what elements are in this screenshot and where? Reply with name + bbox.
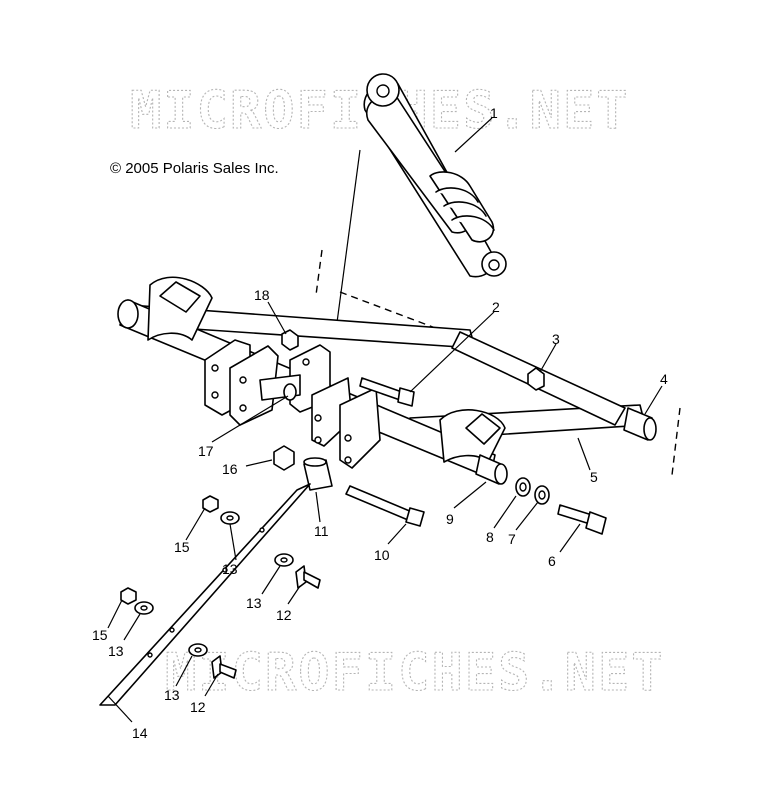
nut-3 <box>527 367 545 391</box>
callout-18: 18 <box>254 287 270 303</box>
watermark-bottom: MICROFICHES.NET <box>165 643 665 703</box>
washer-13-c <box>134 601 154 615</box>
callout-13-a: 13 <box>222 561 238 577</box>
alignment-line-crossbar <box>339 291 447 333</box>
washer-13-b <box>274 553 294 567</box>
callout-9: 9 <box>446 511 454 527</box>
callouts: 1 2 3 4 5 6 7 8 9 10 11 12 12 13 13 13 1… <box>92 105 668 741</box>
carriage-bolt-12-b <box>211 655 237 679</box>
callout-16: 16 <box>222 461 238 477</box>
shock-absorber <box>363 73 507 278</box>
bolt-2 <box>359 377 415 407</box>
shock-alignment-line <box>335 149 361 331</box>
alignment-line-right <box>671 407 681 476</box>
callout-17: 17 <box>198 443 214 459</box>
callout-1: 1 <box>490 105 498 121</box>
shoulder-bolt-6 <box>557 504 607 535</box>
callout-13-d: 13 <box>164 687 180 703</box>
nut-18 <box>281 329 299 351</box>
bolt-10 <box>345 485 425 527</box>
callout-12-a: 12 <box>276 607 292 623</box>
callout-12-b: 12 <box>190 699 206 715</box>
mounting-brackets <box>204 339 381 469</box>
axle-bushing-right <box>623 407 657 441</box>
callout-13-b: 13 <box>246 595 262 611</box>
nut-16 <box>273 445 295 471</box>
washer-7 <box>534 485 550 505</box>
callout-3: 3 <box>552 331 560 347</box>
copyright-notice: © 2005 Polaris Sales Inc. <box>110 160 279 177</box>
washer-8 <box>515 477 531 497</box>
callout-8: 8 <box>486 529 494 545</box>
callout-6: 6 <box>548 553 556 569</box>
callout-13-c: 13 <box>108 643 124 659</box>
callout-4: 4 <box>660 371 668 387</box>
washer-13-a <box>220 511 240 525</box>
callout-2: 2 <box>492 299 500 315</box>
callout-14: 14 <box>132 725 148 741</box>
nut-15-b <box>120 587 137 605</box>
washer-13-d <box>188 643 208 657</box>
callout-11: 11 <box>314 523 329 539</box>
callout-5: 5 <box>590 469 598 485</box>
callout-15-b: 15 <box>92 627 108 643</box>
strap-14 <box>99 483 311 706</box>
leader-lines <box>107 117 663 723</box>
axle-bushing-left <box>475 454 508 485</box>
spacer-11 <box>303 457 333 491</box>
nut-15-a <box>202 495 219 513</box>
callout-10: 10 <box>374 547 390 563</box>
callout-15-a: 15 <box>174 539 190 555</box>
callout-7: 7 <box>508 531 516 547</box>
alignment-line-shock <box>315 249 323 296</box>
carriage-bolt-12-a <box>295 565 321 589</box>
